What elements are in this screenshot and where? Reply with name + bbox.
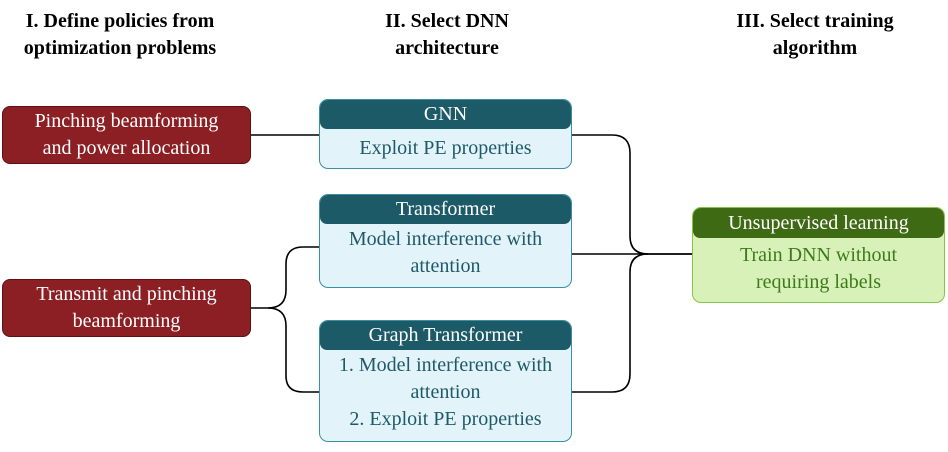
algo-description: Train DNN without requiring labels <box>693 238 944 296</box>
arch-description-line: attention <box>410 381 481 403</box>
arch-description-line: 2. Exploit PE properties <box>349 408 542 430</box>
algo-unsupervised-box: Unsupervised learning Train DNN without … <box>692 207 945 303</box>
arch-description-line: 1. Model interference with <box>338 354 553 376</box>
policy-label: Pinching beamforming <box>34 110 219 132</box>
arch-gnn-box: GNN Exploit PE properties <box>319 99 572 169</box>
arch-description-line: Model interference with <box>348 228 543 250</box>
policy-pinching-beamforming-power: Pinching beamforming and power allocatio… <box>2 106 251 164</box>
arch-transformer-box: Transformer Model interference with atte… <box>319 194 572 288</box>
policy-label: beamforming <box>72 310 181 332</box>
connector-graph-transformer-algo <box>572 253 649 393</box>
algo-description-line: requiring labels <box>756 271 881 293</box>
header-select-algorithm: III. Select training algorithm <box>736 10 894 59</box>
algo-title: Unsupervised learning <box>693 208 944 238</box>
arch-description: Model interference with attention <box>320 224 571 280</box>
arch-graph-transformer-box: Graph Transformer 1. Model interference … <box>319 320 572 442</box>
header-select-architecture: II. Select DNN architecture <box>385 10 509 59</box>
policy-label: and power allocation <box>42 137 211 159</box>
connector-policy2-transformer <box>251 246 319 309</box>
policy-transmit-pinching-beamforming: Transmit and pinching beamforming <box>2 279 251 337</box>
arch-description: Exploit PE properties <box>320 129 571 162</box>
header-define-policies: I. Define policies from optimization pro… <box>23 10 217 59</box>
arch-title: GNN <box>320 100 571 129</box>
arch-description-line: attention <box>410 255 481 277</box>
arch-description-line: Exploit PE properties <box>359 137 532 159</box>
arch-title: Transformer <box>320 195 571 224</box>
policy-label: Transmit and pinching <box>36 283 217 305</box>
connector-gnn-algo <box>572 134 692 255</box>
connector-policy2-graph-transformer <box>267 307 319 393</box>
arch-title: Graph Transformer <box>320 321 571 350</box>
algo-description-line: Train DNN without <box>739 244 898 266</box>
arch-description: 1. Model interference with attention 2. … <box>320 350 571 433</box>
